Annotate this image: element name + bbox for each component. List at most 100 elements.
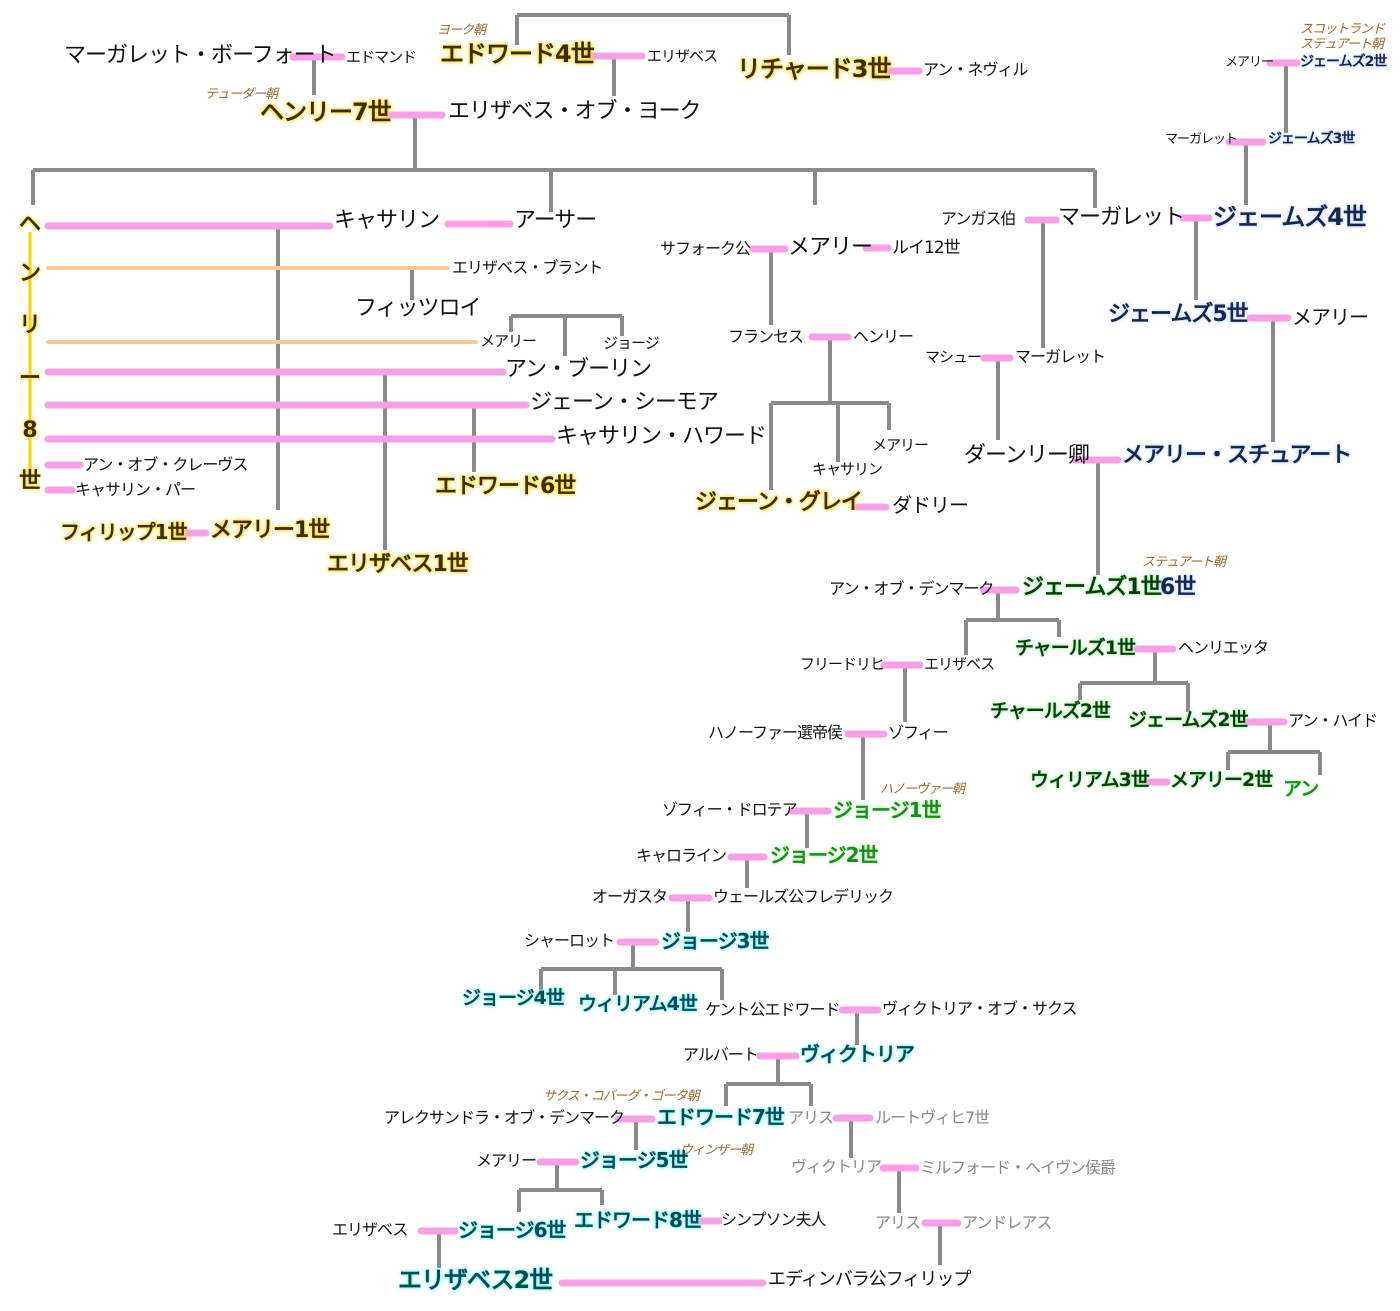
person-elizabeth-of-york: エリザベス・オブ・ヨーク xyxy=(448,99,701,125)
dynasty-label-saxe-dynasty: サクス・コバーグ・ゴータ朝 xyxy=(543,1088,700,1104)
person-elizabeth-blount: エリザベス・ブラント xyxy=(452,258,603,278)
person-anne: アン xyxy=(1283,778,1319,801)
person-angus: アンガス伯 xyxy=(941,209,1016,229)
person-elizabeth-stuart: エリザベス xyxy=(924,654,995,673)
person-edward8: エドワード8世 xyxy=(574,1207,702,1232)
person-charles2: チャールズ2世 xyxy=(990,700,1111,723)
person-andreas: アンドレアス xyxy=(962,1213,1052,1233)
person-catherine-parr: キャサリン・パー xyxy=(75,480,196,500)
person-catherine-grey: キャサリン xyxy=(812,459,883,478)
henry8-char: 8 xyxy=(22,418,38,443)
dynasty-label-stuart-dynasty: ステュアート朝 xyxy=(1142,554,1226,570)
person-catherine-aragon: キャサリン xyxy=(334,208,440,234)
person-catherine-howard: キャサリン・ハワード xyxy=(556,424,767,450)
person-george2: ジョージ2世 xyxy=(770,842,879,867)
person-louis12: ルイ12世 xyxy=(892,238,961,259)
person-victoria-hesse: ヴィクトリア xyxy=(791,1157,882,1177)
person-james2: ジェームズ2世 xyxy=(1128,709,1249,732)
person-charles1: チャールズ1世 xyxy=(1015,637,1136,660)
person-elizabeth-woodville: エリザベス xyxy=(647,46,718,65)
person-richard3: リチャード3世 xyxy=(737,55,891,84)
person-mary-boleyn: メアリー xyxy=(480,331,537,350)
person-mary-grey: メアリー xyxy=(872,435,929,454)
person-george-boleyn: ジョージ xyxy=(603,333,660,352)
person-caroline: キャロライン xyxy=(636,846,727,866)
person-alexandra: アレクサンドラ・オブ・デンマーク xyxy=(384,1108,625,1128)
person-alice-battenberg: アリス xyxy=(875,1213,921,1233)
person-simpson: シンプソン夫人 xyxy=(721,1210,827,1230)
person-william3: ウィリアム3世 xyxy=(1030,769,1150,792)
person-elizabeth2: エリザベス2世 xyxy=(398,1266,553,1295)
person-victoria-saxe: ヴィクトリア・オブ・サクス xyxy=(882,999,1078,1019)
person-ludwig7: ルートヴィヒ7世 xyxy=(875,1108,990,1128)
person-anne-boleyn: アン・ブーリン xyxy=(505,357,652,383)
person-matthew: マシュー xyxy=(925,347,982,366)
person-edmund: エドマンド xyxy=(346,47,417,66)
person-mary-teck: メアリー xyxy=(476,1151,537,1171)
person-george5: ジョージ5世 xyxy=(580,1147,689,1172)
person-henry-grey: ヘンリー xyxy=(853,327,914,347)
dynasty-label-scot-dynasty-2: ステュアート朝 xyxy=(1300,36,1384,52)
person-victoria: ヴィクトリア xyxy=(800,1041,915,1066)
person-mary2: メアリー2世 xyxy=(1170,769,1273,792)
person-frederick-wales: ウェールズ公フレデリック xyxy=(713,887,894,907)
person-edward7: エドワード7世 xyxy=(657,1104,785,1129)
person-george1: ジョージ1世 xyxy=(833,797,942,822)
person-sophia: ゾフィー xyxy=(888,723,949,743)
person-margaret-tudor: マーガレット xyxy=(1058,205,1185,231)
person-kent: ケント公エドワード xyxy=(705,1000,841,1020)
henry8-char: リ xyxy=(18,313,41,338)
person-james1-a: ジェームズ1世 xyxy=(1022,575,1163,601)
person-philip1: フィリップ1世 xyxy=(60,519,188,544)
person-henrietta: ヘンリエッタ xyxy=(1178,638,1269,658)
person-suffolk: サフォーク公 xyxy=(660,239,751,259)
person-milford-haven: ミルフォード・ヘイヴン侯爵 xyxy=(920,1158,1116,1178)
person-henry7: ヘンリー7世 xyxy=(260,98,392,127)
person-william4: ウィリアム4世 xyxy=(578,993,698,1016)
person-anne-cleves: アン・オブ・クレーヴス xyxy=(83,455,248,475)
person-alice: アリス xyxy=(788,1108,834,1128)
person-albert: アルバート xyxy=(683,1045,759,1065)
person-edward6: エドワード6世 xyxy=(435,474,576,500)
person-philip: エディンバラ公フィリップ xyxy=(768,1268,971,1290)
person-elizabeth-bowes: エリザベス xyxy=(332,1220,408,1240)
person-margaret-denmark: マーガレット xyxy=(1165,131,1238,147)
henry8-char: ー xyxy=(18,366,41,391)
person-darnley: ダーンリー卿 xyxy=(964,443,1090,469)
person-jane-grey: ジェーン・グレイ xyxy=(695,490,863,516)
person-george4: ジョージ4世 xyxy=(462,987,565,1010)
person-mary-tudor: メアリー xyxy=(788,235,873,261)
person-james5: ジェームズ5世 xyxy=(1108,302,1249,328)
person-james4: ジェームズ4世 xyxy=(1213,203,1367,232)
person-anne-hyde: アン・ハイド xyxy=(1288,711,1378,731)
person-mary-guelders: メアリー xyxy=(1225,54,1274,70)
person-elizabeth1: エリザベス1世 xyxy=(327,552,469,578)
dynasty-label-hanover-dynasty: ハノーヴァー朝 xyxy=(880,781,965,797)
person-hanover-elector: ハノーファー選帝侯 xyxy=(708,723,843,743)
person-margaret-douglas: マーガレット xyxy=(1015,347,1106,367)
person-charlotte: シャーロット xyxy=(524,931,615,951)
person-george6: ジョージ6世 xyxy=(458,1217,567,1242)
person-jane-seymour: ジェーン・シーモア xyxy=(530,390,719,416)
person-mary-stuart: メアリー・スチュアート xyxy=(1122,443,1352,469)
henry8-char: ン xyxy=(18,261,41,286)
dynasty-label-windsor-dynasty: ウィンザー朝 xyxy=(680,1142,753,1158)
person-mary1: メアリー1世 xyxy=(210,518,330,544)
person-james3: ジェームズ3世 xyxy=(1268,131,1355,148)
dynasty-label-york-dynasty: ヨーク朝 xyxy=(437,22,486,38)
person-edward4: エドワード4世 xyxy=(440,40,595,69)
person-sophia-dorothea: ゾフィー・ドロテア xyxy=(662,800,798,820)
henry8-char: 世 xyxy=(18,469,41,494)
person-james1-b: 6世 xyxy=(1160,575,1196,601)
person-augusta: オーガスタ xyxy=(592,887,668,907)
person-margaret-beaufort: マーガレット・ボーフォート xyxy=(64,43,337,69)
person-frederick: フリードリヒ xyxy=(800,654,885,673)
dynasty-label-tudor-dynasty: テューダー朝 xyxy=(205,86,278,102)
dynasty-label-scot-dynasty-1: スコットランド xyxy=(1300,21,1385,37)
person-james2-scot: ジェームズ2世 xyxy=(1300,54,1387,71)
person-frances: フランセス xyxy=(728,327,804,347)
person-dudley: ダドリー xyxy=(892,492,969,517)
person-anne-denmark: アン・オブ・デンマーク xyxy=(829,579,994,599)
